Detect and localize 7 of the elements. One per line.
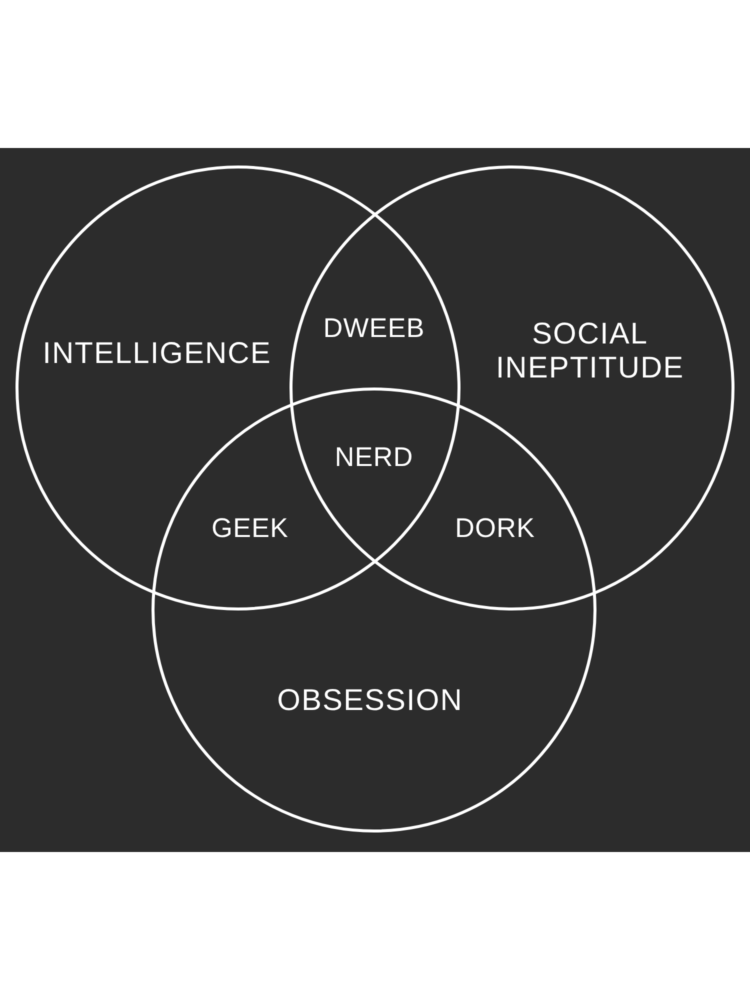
set-label: OBSESSION (277, 684, 463, 718)
intersection-label: GEEK (211, 512, 289, 544)
set-label: INTELLIGENCE (42, 337, 272, 371)
intersection-label: DWEEB (323, 312, 425, 344)
set-label: SOCIAL INEPTITUDE (496, 317, 684, 385)
intersection-label: DORK (455, 512, 535, 544)
intersection-label: NERD (334, 442, 414, 472)
